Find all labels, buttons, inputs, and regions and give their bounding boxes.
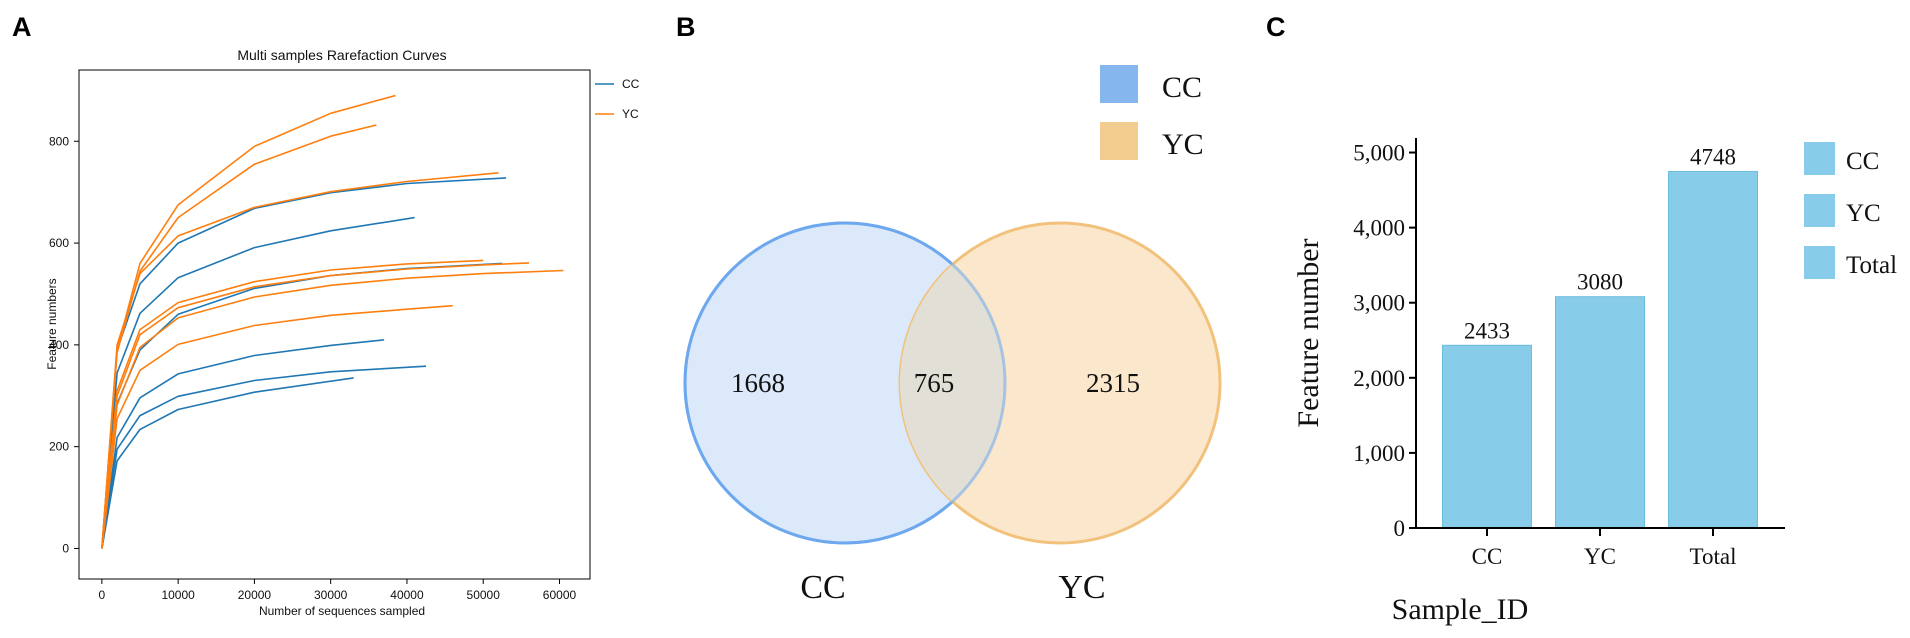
- rarefaction-x-tick-label: 0: [99, 588, 106, 602]
- venn-cc-only-count: 1668: [731, 368, 785, 398]
- rarefaction-curve-yc: [101, 262, 530, 549]
- rarefaction-y-tick-label: 200: [49, 440, 69, 454]
- feature-x-axis-label: Sample_ID: [1392, 593, 1529, 626]
- venn-legend-swatch-yc: [1100, 122, 1138, 160]
- rarefaction-curve-cc: [101, 377, 354, 549]
- feature-legend: CC YC Total: [1804, 142, 1897, 279]
- venn-yc-only-count: 2315: [1086, 368, 1140, 398]
- venn-overlap-count: 765: [914, 368, 955, 398]
- panel-label-c: C: [1266, 12, 1286, 42]
- feature-y-tick-label: 4,000: [1353, 216, 1405, 241]
- rarefaction-lines: [101, 94, 564, 549]
- rarefaction-curve-cc: [101, 365, 427, 549]
- venn-legend-label-cc: CC: [1162, 71, 1202, 104]
- feature-bars: 2433 3080 4748: [1442, 144, 1758, 529]
- rarefaction-x-tick-label: 60000: [543, 588, 577, 602]
- feature-legend-swatch-total: [1804, 246, 1835, 279]
- rarefaction-curve-cc: [101, 216, 415, 549]
- feature-legend-label-yc: YC: [1846, 200, 1881, 227]
- feature-legend-swatch-yc: [1804, 194, 1835, 227]
- panel-label-b: B: [676, 12, 696, 42]
- legend-label-cc: CC: [622, 77, 640, 91]
- bar-value-label: 3080: [1577, 270, 1623, 295]
- bar-total: [1668, 170, 1758, 529]
- panel-label-a: A: [12, 12, 32, 42]
- venn-circle-cc-outline: [683, 221, 1007, 545]
- bar-value-label: 4748: [1690, 144, 1736, 169]
- feature-legend-label-total: Total: [1846, 252, 1897, 279]
- bar-value-label: 2433: [1464, 318, 1510, 343]
- venn-diagram: 1668 765 2315 CC YC CC YC: [683, 65, 1222, 606]
- rarefaction-chart: Multi samples Rarefaction Curves 0 10000 2…: [45, 47, 640, 618]
- rarefaction-x-axis: 0 10000 20000 30000 40000 50000 60000: [99, 579, 577, 602]
- rarefaction-curve-yc: [101, 304, 453, 549]
- rarefaction-y-tick-label: 400: [49, 338, 69, 352]
- rarefaction-y-tick-label: 800: [49, 134, 69, 148]
- feature-y-tick-label: 1,000: [1353, 441, 1405, 466]
- rarefaction-title: Multi samples Rarefaction Curves: [237, 47, 446, 63]
- rarefaction-x-tick-label: 50000: [467, 588, 501, 602]
- rarefaction-plot-frame: [78, 69, 591, 580]
- feature-x-tick-label: YC: [1584, 544, 1616, 569]
- rarefaction-curve-yc: [101, 94, 396, 549]
- rarefaction-curve-yc: [101, 124, 377, 549]
- feature-y-tick-label: 3,000: [1353, 291, 1405, 316]
- feature-y-tick-label: 5,000: [1353, 141, 1405, 166]
- rarefaction-y-axis-label: Feature numbers: [45, 278, 59, 369]
- feature-legend-swatch-cc: [1804, 142, 1835, 175]
- feature-y-axis-label: Feature number: [1292, 238, 1325, 427]
- feature-y-tick-label: 2,000: [1353, 366, 1405, 391]
- rarefaction-curve-yc: [101, 172, 499, 549]
- rarefaction-x-tick-label: 10000: [161, 588, 195, 602]
- venn-set-label-cc: CC: [800, 569, 845, 606]
- bar-cc: [1442, 344, 1532, 529]
- rarefaction-y-tick-label: 600: [49, 236, 69, 250]
- rarefaction-x-tick-label: 40000: [390, 588, 424, 602]
- rarefaction-curve-yc: [101, 259, 484, 549]
- rarefaction-y-axis: 0 200 400 600 800: [49, 134, 79, 555]
- venn-legend-label-yc: YC: [1162, 128, 1204, 161]
- feature-x-tick-label: CC: [1472, 544, 1503, 569]
- venn-legend: CC YC: [1100, 65, 1204, 161]
- feature-legend-label-cc: CC: [1846, 148, 1879, 175]
- venn-set-label-yc: YC: [1058, 569, 1105, 606]
- rarefaction-x-tick-label: 30000: [314, 588, 348, 602]
- rarefaction-x-axis-label: Number of sequences sampled: [259, 604, 425, 618]
- rarefaction-legend: CC YC: [595, 77, 640, 121]
- feature-y-tick-label: 0: [1394, 516, 1406, 541]
- bar-yc: [1555, 296, 1645, 529]
- rarefaction-x-tick-label: 20000: [238, 588, 272, 602]
- rarefaction-curve-cc: [101, 339, 385, 549]
- venn-overlap-region: [900, 223, 1005, 543]
- feature-x-tick-label: Total: [1690, 544, 1737, 569]
- rarefaction-y-tick-label: 0: [62, 541, 69, 555]
- rarefaction-curve-yc: [101, 269, 564, 549]
- legend-label-yc: YC: [622, 107, 639, 121]
- venn-legend-swatch-cc: [1100, 65, 1138, 103]
- rarefaction-curve-cc: [101, 177, 507, 549]
